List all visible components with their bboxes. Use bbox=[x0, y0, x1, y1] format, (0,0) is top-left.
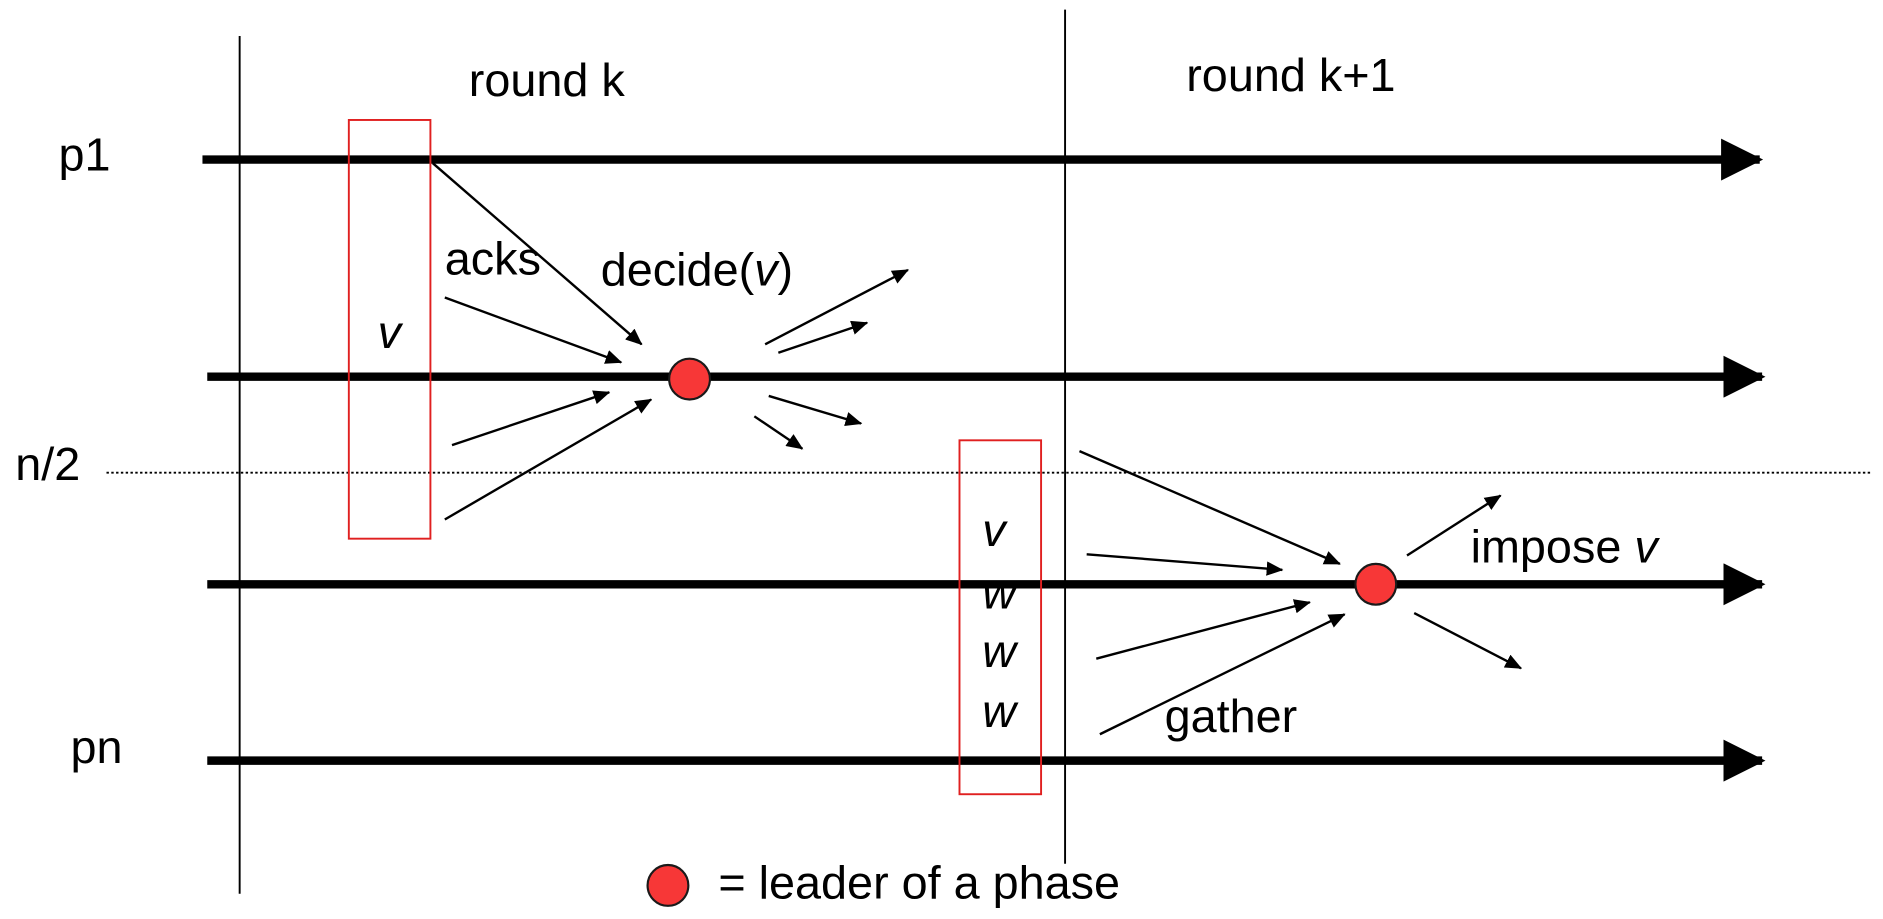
ack-arrow bbox=[444, 398, 653, 521]
round-k-values-box bbox=[347, 119, 432, 540]
round-k1-leader-marker bbox=[1354, 562, 1398, 606]
decide-label: decide(v) bbox=[601, 244, 793, 296]
round-k1-value: w bbox=[982, 625, 1019, 677]
decide-arrow bbox=[768, 394, 863, 426]
impose-value: v bbox=[1634, 521, 1660, 573]
round-k-value-v: v bbox=[378, 306, 404, 358]
majority-label: n/2 bbox=[15, 438, 80, 490]
round-k1-gather-messages bbox=[1078, 450, 1346, 736]
round-k-leader-marker bbox=[668, 357, 712, 401]
ack-arrow bbox=[451, 390, 611, 447]
round-k1-value: v bbox=[982, 504, 1008, 556]
round-k1-value: w bbox=[982, 566, 1019, 618]
round-k-label: round k bbox=[469, 54, 626, 106]
gather-arrow bbox=[1078, 450, 1341, 565]
process-label-pn: pn bbox=[70, 721, 122, 773]
gather-label: gather bbox=[1165, 690, 1298, 742]
decide-arrow bbox=[777, 320, 869, 354]
process-label-p1: p1 bbox=[58, 128, 110, 180]
decide-arrow bbox=[753, 415, 804, 450]
acks-label: acks bbox=[445, 233, 541, 285]
decide-arrow bbox=[764, 268, 909, 346]
round-k1-impose-messages bbox=[1406, 494, 1523, 670]
legend-text: = leader of a phase bbox=[718, 857, 1120, 909]
decide-suffix: ) bbox=[778, 244, 794, 296]
impose-label: impose v bbox=[1471, 521, 1661, 573]
ack-arrow bbox=[444, 296, 623, 364]
decide-prefix: decide( bbox=[601, 244, 755, 296]
gather-arrow bbox=[1095, 599, 1311, 660]
round-k1-label: round k+1 bbox=[1186, 49, 1395, 101]
gather-arrow bbox=[1086, 553, 1284, 576]
impose-arrow bbox=[1413, 612, 1523, 670]
round-k-decide-messages bbox=[753, 268, 909, 450]
round-k-ack-messages bbox=[432, 162, 653, 521]
gather-arrow bbox=[1099, 613, 1346, 736]
round-k1-values-box bbox=[958, 439, 1043, 796]
legend: = leader of a phase bbox=[646, 857, 1120, 909]
ack-arrow bbox=[432, 162, 643, 346]
round-k1-value: w bbox=[982, 685, 1019, 737]
impose-prefix: impose bbox=[1471, 521, 1635, 573]
legend-leader-icon bbox=[646, 863, 690, 907]
decide-value: v bbox=[754, 244, 780, 296]
impose-arrow bbox=[1406, 494, 1502, 557]
